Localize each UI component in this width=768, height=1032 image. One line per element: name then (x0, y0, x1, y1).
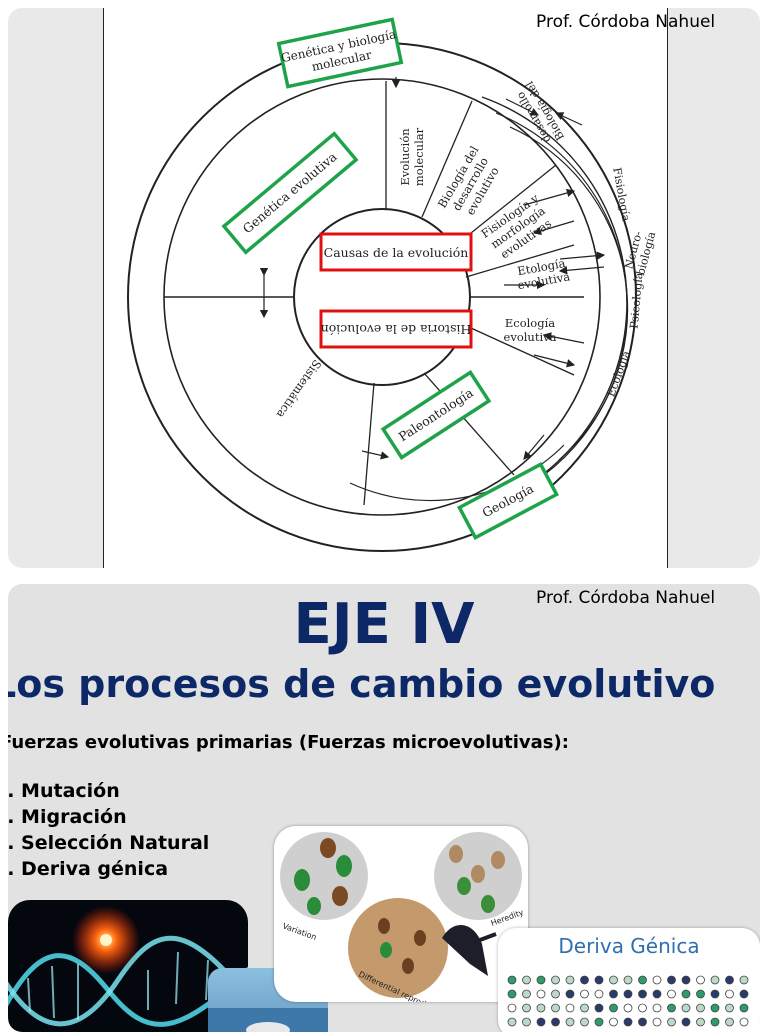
forces-list: 1. Mutación 2. Migración 3. Selección Na… (8, 780, 209, 884)
historia-label: Historia de la evolución (321, 322, 472, 337)
force-item: 1. Mutación (8, 780, 120, 802)
svg-text:evolutiva: evolutiva (504, 330, 557, 344)
variation-label: Variation (281, 921, 317, 942)
box-paleontologia: Paleontología (380, 370, 492, 460)
author-label-1: Prof. Córdoba Nahuel (536, 12, 716, 32)
svg-text:molecular: molecular (412, 127, 426, 186)
forces-heading: Fuerzas evolutivas primarias (Fuerzas mi… (8, 732, 569, 753)
force-item: 4. Deriva génica (8, 858, 169, 880)
drift-grid (507, 975, 749, 1027)
svg-text:Ecología: Ecología (505, 316, 555, 330)
author-label-2: Prof. Córdoba Nahuel (536, 588, 716, 608)
outer-psicologia: Psicología (628, 272, 646, 330)
force-item: 2. Migración (8, 806, 127, 828)
natural-selection-image: Variation Heredity Differential reproduc… (274, 826, 528, 1002)
box-genetica-biologia-molecular: Genética y biología molecular (276, 17, 404, 89)
sector-sistematica: Sistemática (274, 357, 325, 421)
causas-box (319, 232, 473, 272)
diagram-svg: Causas de la evolución Historia de la ev… (127, 17, 658, 552)
slide-1: Causas de la evolución Historia de la ev… (8, 8, 760, 568)
evolution-fields-diagram: Causas de la evolución Historia de la ev… (103, 8, 668, 568)
force-item: 3. Selección Natural (8, 832, 210, 854)
drift-title: Deriva Génica (558, 934, 700, 958)
slide-subtitle: Los procesos de cambio evolutivo (8, 662, 716, 706)
svg-text:Genética evolutiva: Genética evolutiva (240, 149, 340, 237)
dna-mutation-image (8, 900, 248, 1032)
historia-box (319, 309, 473, 349)
sector-biologia-desarrollo: Biología del desarrollo evolutivo (435, 143, 502, 217)
sector-etologia: Etología evolutiva (516, 256, 571, 292)
genetic-drift-image: Deriva Génica (498, 928, 760, 1032)
outer-ecologia: Ecología (604, 349, 633, 399)
slide-2: Prof. Córdoba Nahuel EJE IV Los procesos… (8, 584, 760, 1032)
causas-label: Causas de la evolución (324, 245, 469, 260)
sector-evolucion-molecular: Evolución molecular (398, 127, 426, 186)
svg-text:Evolución: Evolución (398, 128, 412, 186)
slide-title: EJE IV (293, 592, 475, 657)
sector-ecologia-evolutiva: Ecología evolutiva (504, 316, 557, 344)
